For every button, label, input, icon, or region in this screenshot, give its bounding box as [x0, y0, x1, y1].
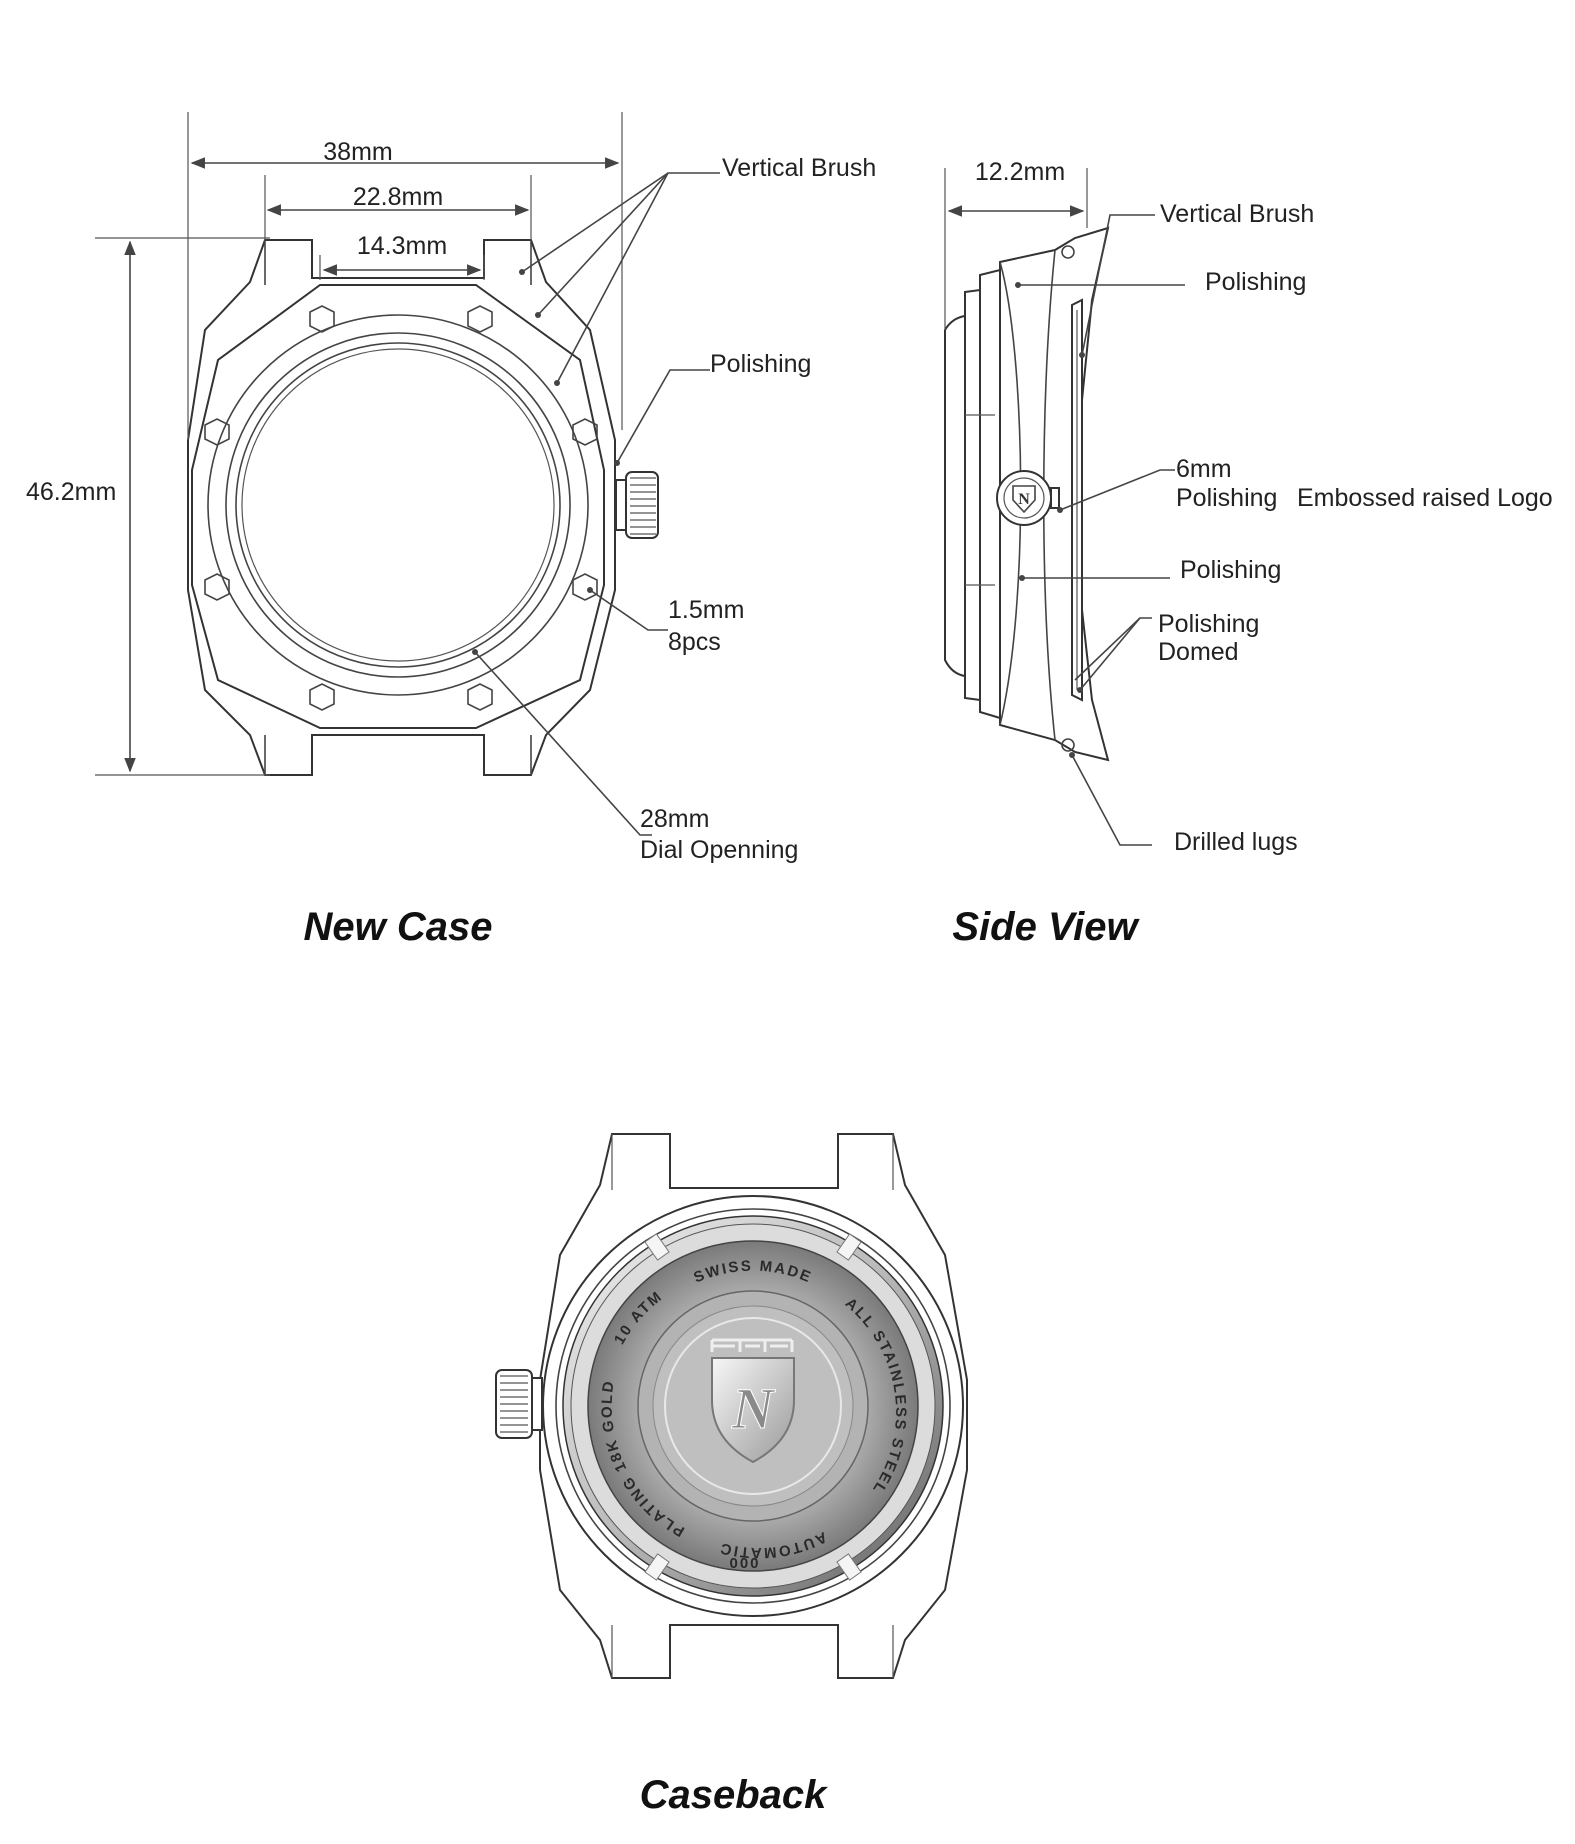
- side-callout-crown-polishing: Polishing: [1176, 484, 1277, 512]
- dim-width-inner: 14.3mm: [357, 232, 447, 260]
- side-leader-dots: [1015, 282, 1085, 758]
- side-leaders: [1018, 214, 1185, 846]
- title-new-case: New Case: [304, 905, 493, 949]
- side-callout-vertical-brush: Vertical Brush: [1160, 200, 1314, 228]
- side-callout-crown-size: 6mm: [1176, 455, 1232, 483]
- side-callout-crown-logo: Embossed raised Logo: [1297, 484, 1553, 512]
- dim-height: 46.2mm: [26, 478, 116, 506]
- side-callout-polishing-domed-2: Domed: [1158, 638, 1239, 666]
- title-caseback: Caseback: [640, 1773, 829, 1817]
- side-callout-drilled-lugs: Drilled lugs: [1174, 828, 1298, 856]
- front-view: 38mm 22.8mm 14.3mm 46.2mm Vertical Brush…: [26, 112, 876, 949]
- side-callout-polishing-domed-1: Polishing: [1158, 610, 1259, 638]
- callout-dial-size: 28mm: [640, 805, 709, 833]
- caseback-view: N SWISS MADE ALL STAINLESS STEEL AUTOMAT…: [495, 1133, 968, 1817]
- callout-screw-count: 8pcs: [668, 628, 721, 656]
- side-crown-logo: N: [1018, 491, 1030, 508]
- side-callout-polishing-mid: Polishing: [1180, 556, 1281, 584]
- bezel-screws: [204, 305, 598, 711]
- callout-screw-size: 1.5mm: [668, 596, 744, 624]
- caseback-bezel-markers: [644, 1233, 862, 1581]
- front-case-outline: [187, 239, 659, 776]
- title-side-view: Side View: [952, 905, 1140, 949]
- front-leaders: [474, 172, 720, 836]
- side-view: N 12.2mm Vertical Brush: [944, 158, 1553, 949]
- caseback-logo: N: [710, 1338, 795, 1464]
- side-dimensions: [944, 168, 1088, 330]
- callout-polishing: Polishing: [710, 350, 811, 378]
- caseback-crown: [495, 1369, 543, 1439]
- front-dimensions: [95, 112, 623, 776]
- caseback-logo-letter: N: [731, 1376, 776, 1441]
- dim-width-lug: 22.8mm: [353, 183, 443, 211]
- side-callout-polishing-top: Polishing: [1205, 268, 1306, 296]
- callout-dial-opening: Dial Openning: [640, 836, 798, 864]
- front-leader-dots: [472, 269, 620, 655]
- callout-vertical-brush: Vertical Brush: [722, 154, 876, 182]
- dim-width-total: 38mm: [323, 138, 392, 166]
- front-crown: [615, 471, 659, 539]
- side-case-outline: N: [944, 226, 1110, 762]
- engraving-serial: 000: [729, 1555, 760, 1572]
- side-crown: N: [996, 470, 1060, 526]
- dim-thickness: 12.2mm: [975, 158, 1065, 186]
